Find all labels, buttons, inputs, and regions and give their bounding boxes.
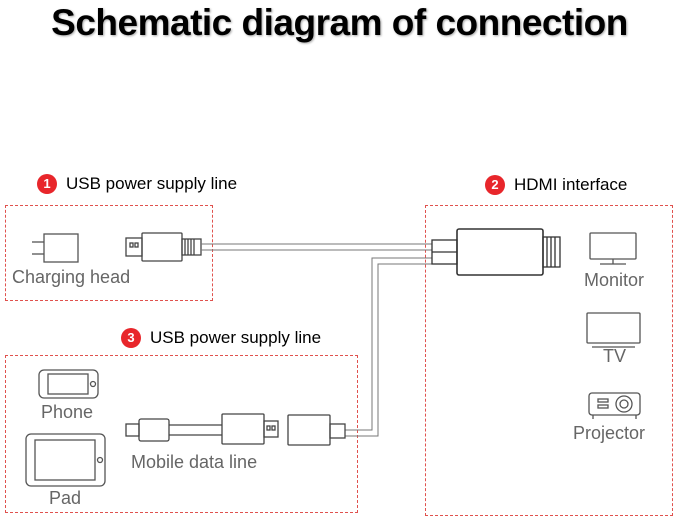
projector-label: Projector <box>573 423 646 443</box>
section-number-badge: 3 <box>121 328 141 348</box>
mobile-data-line-label: Mobile data line <box>131 452 258 472</box>
mobile-data-cable <box>345 257 432 437</box>
section-hdmi: 2 HDMI interface <box>485 175 627 195</box>
micro-usb-plug-icon <box>125 418 222 442</box>
tv-label: TV <box>603 346 627 366</box>
section-title: USB power supply line <box>66 174 238 193</box>
phone-icon <box>38 369 99 399</box>
section-usb-power-1: 1 USB power supply line <box>37 174 237 194</box>
section-title: USB power supply line <box>150 328 322 347</box>
usb-a-plug-icon <box>221 413 279 445</box>
pad-icon <box>25 433 106 487</box>
phone-label: Phone <box>41 402 94 422</box>
hdmi-connector-icon <box>431 228 561 276</box>
page-title: Schematic diagram of connection <box>51 2 628 43</box>
usb-power-cable <box>201 243 432 251</box>
section-title: HDMI interface <box>514 175 628 194</box>
hdmi-box <box>425 205 673 516</box>
usb-female-connector-icon <box>287 414 346 446</box>
section-number-badge: 2 <box>485 175 505 195</box>
section-usb-power-3: 3 USB power supply line <box>121 328 321 348</box>
projector-icon <box>588 392 641 419</box>
monitor-icon <box>589 232 637 265</box>
usb-a-plug-icon <box>125 232 202 262</box>
monitor-label: Monitor <box>584 270 645 290</box>
pad-label: Pad <box>49 488 82 508</box>
section-number-badge: 1 <box>37 174 57 194</box>
usb-power-box <box>5 205 213 301</box>
tv-icon <box>586 312 641 348</box>
charging-head-label: Charging head <box>12 267 131 287</box>
mobile-devices-box <box>5 355 358 513</box>
charging-head-icon <box>32 233 79 263</box>
